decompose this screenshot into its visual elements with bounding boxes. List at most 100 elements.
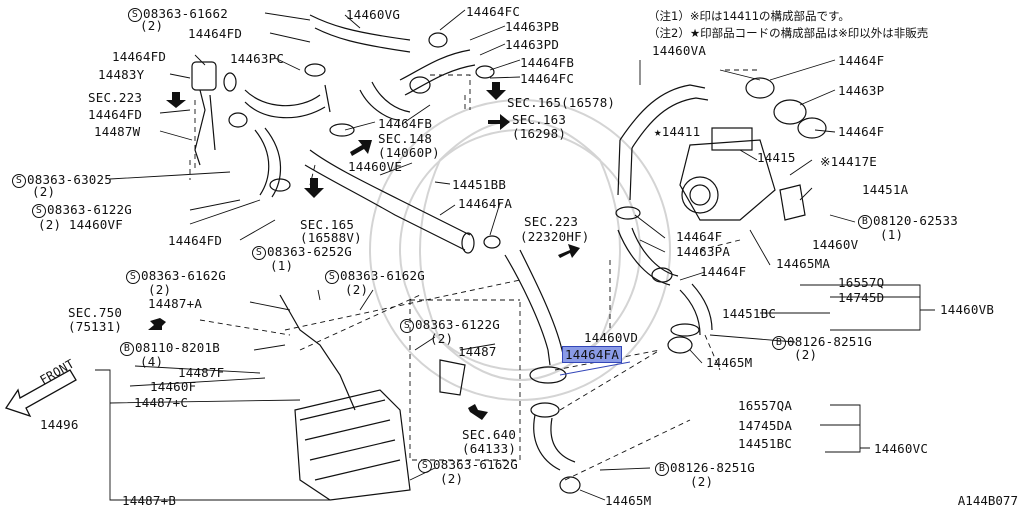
sec-ref-750[interactable]: SEC.750: [68, 305, 123, 320]
part-label-14464FD-low[interactable]: 14464FD: [168, 233, 223, 248]
part-label-14464FC[interactable]: 14464FC: [466, 4, 521, 19]
part-label-14463PD[interactable]: 14463PD: [505, 37, 560, 52]
highlight-leader: [559, 361, 631, 376]
part-label-14451BB[interactable]: 14451BB: [452, 177, 507, 192]
part-label-14460VB[interactable]: 14460VB: [940, 302, 995, 317]
sec-ref-223-mid[interactable]: SEC.223: [524, 214, 579, 229]
part-label-14464F-a[interactable]: 14464F: [838, 53, 885, 68]
sec-ref-750-code: (75131): [68, 319, 123, 334]
part-label-14487[interactable]: 14487: [458, 344, 497, 359]
highlighted-part[interactable]: 14464FA: [562, 346, 623, 363]
qty-label: (2): [430, 331, 454, 346]
front-arrow: [4, 369, 77, 418]
bolt-symbol-icon: B: [772, 335, 786, 350]
note-2: （注2）★印部品コードの構成部品は※印以外は非販売: [648, 26, 929, 40]
part-label-14745DA[interactable]: 14745DA: [738, 418, 793, 433]
part-label-14483Y[interactable]: 14483Y: [98, 67, 145, 82]
qty-label: (4): [140, 354, 164, 369]
part-label-14464FA-highlight[interactable]: 14464FA: [562, 346, 623, 363]
part-label-14464FC-r[interactable]: 14464FC: [520, 71, 575, 86]
sec-ref-148[interactable]: SEC.148: [378, 131, 433, 146]
sec-ref-163[interactable]: SEC.163: [512, 112, 567, 127]
part-label-14463PA[interactable]: 14463PA: [676, 244, 731, 259]
qty-label: (2): [148, 282, 172, 297]
arrow-sec223-left: [166, 92, 186, 108]
part-label-14464FD-mid[interactable]: 14464FD: [88, 107, 143, 122]
part-label-14464FD-left[interactable]: 14464FD: [112, 49, 167, 64]
part-label-14745D[interactable]: 14745D: [838, 290, 885, 305]
part-label-14487B[interactable]: 14487+B: [122, 493, 177, 508]
part-label-16557Q[interactable]: 16557Q: [838, 275, 885, 290]
part-label-14460VC[interactable]: 14460VC: [874, 441, 929, 456]
part-label-14464F-d[interactable]: 14464F: [700, 264, 747, 279]
part-label-14411[interactable]: ★14411: [654, 124, 701, 139]
part-label-14463P[interactable]: 14463P: [838, 83, 885, 98]
part-label-14460VD[interactable]: 14460VD: [584, 330, 639, 345]
screw-symbol-icon: S: [252, 245, 266, 260]
arrows: [148, 82, 580, 420]
part-label-14465M-bot[interactable]: 14465M: [605, 493, 652, 508]
part-label-14415[interactable]: 14415: [757, 150, 796, 165]
sec-ref-163-code: (16298): [512, 126, 567, 141]
part-label-14465MA[interactable]: 14465MA: [776, 256, 831, 271]
part-label-14487A[interactable]: 14487+A: [148, 296, 203, 311]
part-label-14464FD-top[interactable]: 14464FD: [188, 26, 243, 41]
part-label-14496[interactable]: 14496: [40, 417, 79, 432]
part-label-14464FB-mid[interactable]: 14464FB: [378, 116, 433, 131]
qty-label: (1): [880, 227, 904, 242]
qty-label: (2): [440, 471, 464, 486]
screw-symbol-icon: S: [400, 318, 414, 333]
part-label-14460VF[interactable]: (2) 14460VF: [38, 217, 123, 232]
qty-label: (2): [345, 282, 369, 297]
part-label-14460VE[interactable]: 14460VE: [348, 159, 403, 174]
part-label-14464FB[interactable]: 14464FB: [520, 55, 575, 70]
sec-ref-165-a[interactable]: SEC.165(16578): [507, 95, 616, 110]
part-label-14463PC[interactable]: 14463PC: [230, 51, 285, 66]
qty-label: (2): [32, 184, 56, 199]
part-label-14464F-b[interactable]: 14464F: [838, 124, 885, 139]
sec-ref-223[interactable]: SEC.223: [88, 90, 143, 105]
screw-symbol-icon: S: [418, 458, 432, 473]
sec-ref-165-b-code: (16588V): [300, 230, 362, 245]
part-label-16557QA[interactable]: 16557QA: [738, 398, 793, 413]
part-label-14451A[interactable]: 14451A: [862, 182, 909, 197]
part-label-14487C[interactable]: 14487+C: [134, 395, 189, 410]
part-label-14465M-r[interactable]: 14465M: [706, 355, 753, 370]
part-label-14464FA-top[interactable]: 14464FA: [458, 196, 513, 211]
part-label-14460F[interactable]: 14460F: [150, 379, 197, 394]
part-label-14460VG[interactable]: 14460VG: [346, 7, 401, 22]
part-label-14487W[interactable]: 14487W: [94, 124, 141, 139]
part-label-14451BC-b[interactable]: 14451BC: [738, 436, 793, 451]
leader-lines: [95, 9, 935, 501]
bolt-symbol-icon: B: [120, 341, 134, 356]
sec-ref-165-b[interactable]: SEC.165: [300, 217, 355, 232]
qty-label: (2): [140, 18, 164, 33]
bolt-symbol-icon: B: [655, 461, 669, 476]
screw-symbol-icon: S: [325, 269, 339, 284]
arrow-sec223-mid: [558, 244, 580, 258]
part-label-14451BC-a[interactable]: 14451BC: [722, 306, 777, 321]
part-label-14460VA[interactable]: 14460VA: [652, 43, 707, 58]
part-label-14460V[interactable]: 14460V: [812, 237, 859, 252]
diagram-code: A144B077: [957, 493, 1018, 508]
part-label-14464F-c[interactable]: 14464F: [676, 229, 723, 244]
part-label-14463PB[interactable]: 14463PB: [505, 19, 560, 34]
part-label-14487F[interactable]: 14487F: [178, 365, 225, 380]
sec-ref-640[interactable]: SEC.640: [462, 427, 517, 442]
sec-ref-148-code: (14060P): [378, 145, 440, 160]
part-label-14417E[interactable]: ※14417E: [820, 154, 878, 169]
hose-14460VG: [312, 16, 411, 50]
